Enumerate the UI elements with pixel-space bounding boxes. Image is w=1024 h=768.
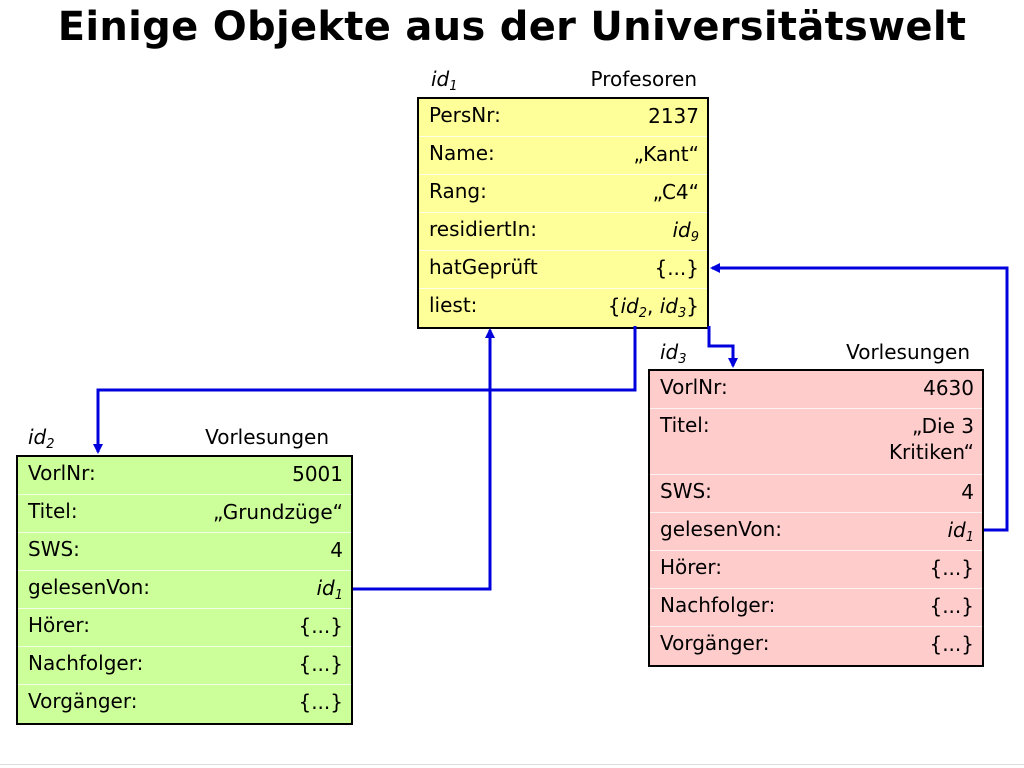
attribute-row-nachfolger: Nachfolger: {...}	[18, 647, 351, 685]
lecture-id2-class-name: Vorlesungen	[205, 425, 329, 449]
attribute-value: „Kant“	[633, 142, 699, 166]
attribute-value: {...}	[929, 632, 974, 656]
attribute-row-vorgaenger: Vorgänger: {...}	[650, 627, 982, 665]
bottom-divider	[0, 764, 1024, 765]
attribute-value: „Grundzüge“	[213, 500, 343, 524]
attribute-label: hatGeprüft	[429, 255, 538, 279]
attribute-label: gelesenVon:	[660, 517, 783, 541]
attribute-row-gelesenvon: gelesenVon: id1	[18, 571, 351, 609]
lecture-id3-object-box: VorlNr: 4630 Titel: „Die 3 Kritiken“ SWS…	[648, 369, 984, 667]
attribute-label: Nachfolger:	[660, 593, 776, 617]
attribute-value-reference: id9	[672, 218, 699, 245]
attribute-value: {...}	[298, 652, 343, 676]
attribute-row-residiertin: residiertIn: id9	[419, 213, 707, 251]
lecture-id3-object-id: id3	[660, 340, 687, 367]
attribute-value: „Die 3 Kritiken“	[888, 414, 974, 464]
attribute-row-hoerer: Hörer: {...}	[18, 609, 351, 647]
attribute-row-vorgaenger: Vorgänger: {...}	[18, 685, 351, 723]
attribute-label: Vorgänger:	[28, 689, 138, 713]
attribute-label: Nachfolger:	[28, 651, 144, 675]
attribute-row-nachfolger: Nachfolger: {...}	[650, 589, 982, 627]
attribute-value: 5001	[292, 462, 343, 486]
arrow-id3-gelesenvon-to-id1	[710, 263, 1009, 532]
attribute-row-liest: liest: {id2, id3}	[419, 289, 707, 327]
attribute-label: Rang:	[429, 179, 487, 203]
attribute-label: Name:	[429, 141, 495, 165]
attribute-label: VorlNr:	[660, 375, 728, 399]
attribute-label: residiertIn:	[429, 217, 537, 241]
lecture-id3-class-name: Vorlesungen	[846, 340, 970, 364]
arrow-liest-to-id2	[93, 326, 637, 454]
attribute-label: PersNr:	[429, 103, 501, 127]
arrow-id2-gelesenvon-to-id1	[353, 328, 495, 591]
attribute-label: Hörer:	[28, 613, 90, 637]
attribute-label: Hörer:	[660, 555, 722, 579]
attribute-value: {...}	[298, 690, 343, 714]
lecture-id2-object-id: id2	[28, 425, 55, 452]
attribute-value: 4630	[923, 376, 974, 400]
attribute-label: Titel:	[28, 499, 78, 523]
attribute-row-rang: Rang: „C4“	[419, 175, 707, 213]
attribute-row-vorlnr: VorlNr: 4630	[650, 371, 982, 409]
attribute-label: Titel:	[660, 413, 710, 437]
attribute-row-hoerer: Hörer: {...}	[650, 551, 982, 589]
attribute-value: „C4“	[652, 180, 699, 204]
professor-object-id: id1	[431, 67, 458, 94]
attribute-row-name: Name: „Kant“	[419, 137, 707, 175]
attribute-label: liest:	[429, 293, 478, 317]
arrow-liest-to-id3	[707, 326, 738, 368]
slide-title: Einige Objekte aus der Universitätswelt	[57, 4, 967, 50]
lecture-id3-header: id3 Vorlesungen	[660, 339, 970, 367]
attribute-row-sws: SWS: 4	[18, 533, 351, 571]
attribute-value-reference: id1	[316, 576, 343, 603]
attribute-row-sws: SWS: 4	[650, 475, 982, 513]
attribute-row-gelesenvon: gelesenVon: id1	[650, 513, 982, 551]
attribute-label: SWS:	[660, 479, 712, 503]
attribute-value: 2137	[648, 104, 699, 128]
attribute-value: 4	[330, 538, 343, 562]
attribute-value: {...}	[929, 556, 974, 580]
attribute-row-hatgeprueft: hatGeprüft {...}	[419, 251, 707, 289]
attribute-row-persnr: PersNr: 2137	[419, 99, 707, 137]
lecture-id2-object-box: VorlNr: 5001 Titel: „Grundzüge“ SWS: 4 g…	[16, 455, 353, 725]
professor-header: id1 Profesoren	[431, 66, 698, 94]
attribute-value: 4	[961, 480, 974, 504]
attribute-label: gelesenVon:	[28, 575, 151, 599]
attribute-value: {...}	[654, 256, 699, 280]
attribute-label: VorlNr:	[28, 461, 96, 485]
attribute-row-titel: Titel: „Die 3 Kritiken“	[650, 409, 982, 475]
attribute-row-titel: Titel: „Grundzüge“	[18, 495, 351, 533]
attribute-row-vorlnr: VorlNr: 5001	[18, 457, 351, 495]
attribute-value-reference: id1	[947, 518, 974, 545]
professor-object-box: PersNr: 2137 Name: „Kant“ Rang: „C4“ res…	[417, 97, 709, 329]
lecture-id2-header: id2 Vorlesungen	[28, 424, 329, 452]
professor-class-name: Profesoren	[590, 67, 698, 91]
attribute-value: {...}	[929, 594, 974, 618]
attribute-value: {...}	[298, 614, 343, 638]
attribute-label: Vorgänger:	[660, 631, 770, 655]
attribute-label: SWS:	[28, 537, 80, 561]
attribute-value-reference-set: {id2, id3}	[607, 294, 699, 321]
